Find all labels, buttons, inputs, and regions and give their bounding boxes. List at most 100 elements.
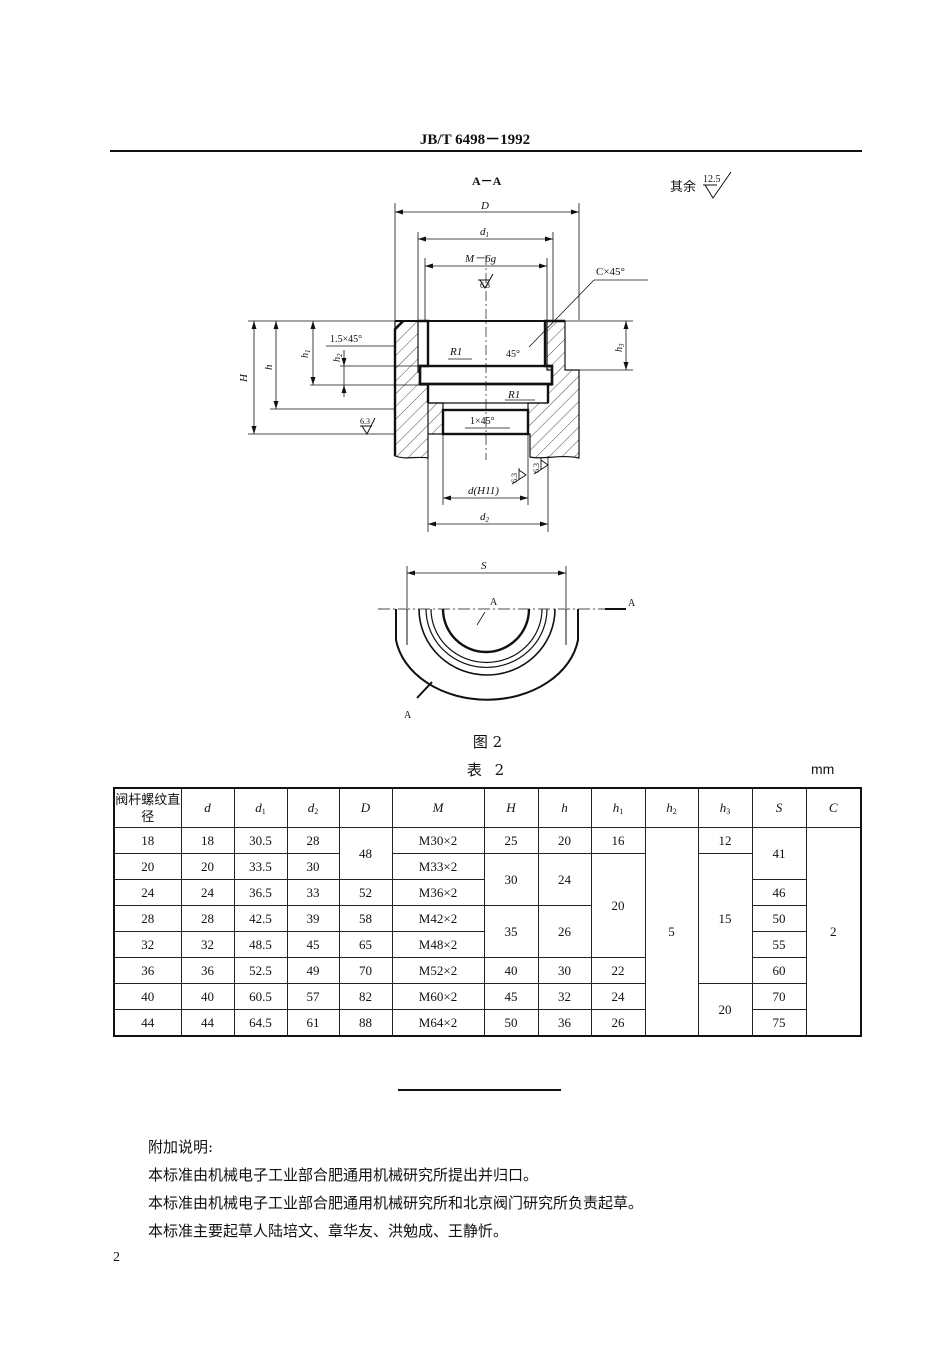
cell-dia: 24 — [113, 879, 182, 906]
cell-h1: 20 — [590, 853, 646, 958]
cell-S: 60 — [751, 957, 807, 984]
dim-d2-label: d2 — [480, 511, 490, 524]
cell-h3: 12 — [697, 827, 753, 854]
plan-ring-4 — [441, 608, 531, 654]
header-stem-thread: 阀杆螺纹直径 — [113, 787, 182, 828]
cell-d2: 49 — [286, 957, 340, 984]
roughness-bore1-value: 6.3 — [510, 473, 519, 483]
cell-S: 75 — [751, 1009, 807, 1037]
cell-H: 25 — [483, 827, 539, 854]
dim-h2-label: h2 — [332, 353, 344, 362]
dim-dH11-label: d(H11) — [468, 485, 499, 497]
cell-d2: 28 — [286, 827, 340, 854]
cell-H: 30 — [483, 853, 539, 906]
roughness-left-value: 6.3 — [360, 417, 370, 426]
cell-M: M48×2 — [391, 931, 485, 958]
cell-dia: 28 — [113, 905, 182, 932]
cell-dia: 36 — [113, 957, 182, 984]
table-row: 20 20 33.5 30 M33×2 30 24 20 15 — [113, 853, 861, 984]
cell-h3: 15 — [697, 853, 753, 984]
table-row: 40 40 60.5 57 82 M60×2 45 32 24 20 70 — [113, 983, 861, 1037]
notes-line: 本标准由机械电子工业部合肥通用机械研究所提出并归口。 — [148, 1166, 539, 1184]
table-caption: 表 2 — [466, 761, 509, 779]
table-header-row: 阀杆螺纹直径 d d1 d2 D M H h h1 h2 h3 S C — [113, 787, 862, 828]
cell-d1: 36.5 — [233, 879, 288, 906]
cell-H: 35 — [483, 905, 539, 958]
document-header: JB/T 6498－1992 — [419, 132, 531, 148]
figure-caption: 图 2 — [472, 733, 503, 751]
cell-d: 36 — [180, 957, 235, 984]
cell-d: 28 — [180, 905, 235, 932]
cell-h1: 24 — [590, 983, 646, 1010]
cell-d: 32 — [180, 931, 235, 958]
header-h: h — [537, 787, 592, 828]
section-marker-a-bottom: A — [404, 710, 412, 721]
dim-S-label: S — [481, 560, 487, 572]
cell-d2: 39 — [286, 905, 340, 932]
cell-M: M33×2 — [391, 853, 485, 880]
section-body-left — [394, 320, 444, 459]
cell-d: 20 — [180, 853, 235, 880]
header-rule — [110, 150, 862, 152]
table-row: 28 28 42.5 39 58 M42×2 35 26 50 — [113, 905, 861, 958]
cell-h1: 22 — [590, 957, 646, 984]
plan-ring-3 — [430, 608, 543, 664]
roughness-left-symbol — [360, 417, 376, 436]
header-H: H — [483, 787, 539, 828]
technical-drawing: A－A 其余 12.5 D d1 M－6g 6.3 C×45° 1.5×45° … — [238, 171, 732, 721]
plan-ring-1 — [418, 608, 556, 676]
cell-h: 24 — [537, 853, 592, 906]
cell-D: 70 — [338, 957, 393, 984]
cell-D: 82 — [338, 983, 393, 1010]
chamfer-small-label: 1.5×45° — [330, 334, 362, 345]
cell-S: 70 — [751, 983, 807, 1010]
cell-D: 48 — [338, 827, 393, 880]
cell-S: 50 — [751, 905, 807, 932]
cell-d2: 45 — [286, 931, 340, 958]
cell-d1: 52.5 — [233, 957, 288, 984]
roughness-symbol-thread — [478, 273, 494, 289]
cell-M: M64×2 — [391, 1009, 485, 1037]
header-d: d — [180, 787, 235, 828]
r1-top-label: R1 — [449, 346, 462, 358]
notes-title: 附加说明: — [148, 1138, 214, 1156]
cell-d2: 57 — [286, 983, 340, 1010]
dim-H-label: H — [238, 373, 250, 383]
dim-d1-label: d1 — [480, 226, 489, 239]
cell-D: 65 — [338, 931, 393, 958]
section-body-right — [527, 320, 580, 459]
cell-H: 45 — [483, 983, 539, 1010]
notes-line: 本标准主要起草人陆培文、章华友、洪勉成、王静忻。 — [148, 1222, 509, 1240]
cell-d2: 30 — [286, 853, 340, 880]
plan-outer-arc — [395, 609, 579, 701]
cell-dia: 44 — [113, 1009, 182, 1037]
cell-S: 55 — [751, 931, 807, 958]
cell-h: 32 — [537, 983, 592, 1010]
cell-dia: 40 — [113, 983, 182, 1010]
cell-h: 30 — [537, 957, 592, 984]
dim-D-label: D — [480, 200, 489, 212]
cell-d: 24 — [180, 879, 235, 906]
chamfer-bottom-label: 1×45° — [470, 416, 495, 427]
roughness-note: 其余 — [670, 179, 696, 195]
roughness-default-value: 12.5 — [703, 174, 721, 185]
end-rule — [398, 1089, 561, 1091]
cell-M: M52×2 — [391, 957, 485, 984]
cell-M: M42×2 — [391, 905, 485, 932]
cell-h2: 5 — [644, 827, 699, 1037]
header-h2: h2 — [644, 787, 699, 828]
cell-h: 36 — [537, 1009, 592, 1037]
cell-S: 41 — [751, 827, 807, 880]
cell-h1: 26 — [590, 1009, 646, 1037]
section-marker-a-right: A — [628, 598, 636, 609]
angle-label: 45° — [506, 349, 520, 360]
cell-h: 20 — [537, 827, 592, 854]
cell-h3: 20 — [697, 983, 753, 1037]
section-marker-a-top: A — [490, 597, 498, 608]
notes-line: 本标准由机械电子工业部合肥通用机械研究所和北京阀门研究所负责起草。 — [148, 1194, 644, 1212]
cell-d1: 48.5 — [233, 931, 288, 958]
roughness-thread-value: 6.3 — [480, 281, 490, 290]
additional-notes: 附加说明: 本标准由机械电子工业部合肥通用机械研究所提出并归口。 本标准由机械电… — [148, 1133, 643, 1245]
cell-d1: 30.5 — [233, 827, 288, 854]
dimension-table: 阀杆螺纹直径 d d1 d2 D M H h h1 h2 h3 S C 18 1… — [113, 787, 862, 1037]
